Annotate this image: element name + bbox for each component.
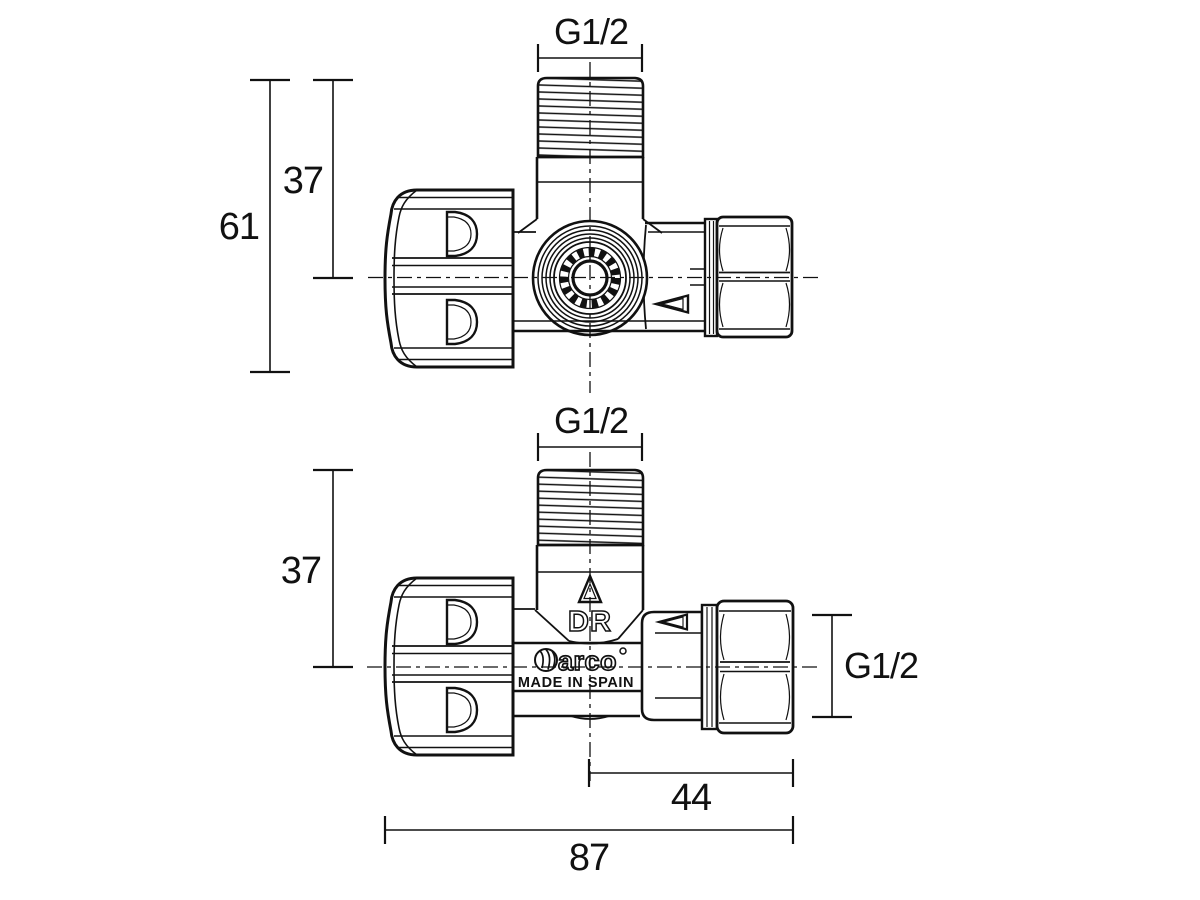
dimension-37-top: 37 — [283, 78, 353, 280]
flow-direction-arrow-front-view — [654, 613, 689, 631]
dim-label-thread-top: G1/2 — [554, 11, 628, 52]
centerlines-top-view — [368, 62, 822, 393]
outlet-boss-front-view — [640, 610, 704, 722]
brand-label: arco — [558, 646, 617, 676]
dimension-61: 61 — [219, 78, 290, 374]
branding: arco MADE IN SPAIN — [518, 645, 634, 691]
male-thread-top-view — [536, 76, 645, 159]
dimension-37-front: 37 — [281, 468, 353, 669]
flow-direction-arrow-top-view — [651, 293, 690, 315]
dim-label-61: 61 — [219, 206, 259, 248]
dimension-thread-top: G1/2 — [536, 11, 644, 72]
top-view: G1/2 61 37 — [219, 11, 822, 393]
dimension-44: 44 — [587, 759, 795, 819]
body-tube-bottom-edges-top-view — [513, 268, 706, 333]
dim-label-nut-thread: G1/2 — [844, 645, 918, 686]
body-tube-front-view — [513, 641, 652, 720]
dimension-thread-front: G1/2 — [536, 400, 644, 461]
dimension-87: 87 — [383, 816, 795, 879]
dimension-nut-thread: G1/2 — [812, 613, 919, 719]
handwheel-top-view — [383, 188, 515, 369]
dim-label-37-front: 37 — [281, 550, 321, 592]
made-in-label: MADE IN SPAIN — [518, 675, 634, 691]
arco-logo-icon — [534, 648, 558, 672]
dim-label-44: 44 — [671, 777, 712, 819]
dim-label-87: 87 — [569, 837, 609, 879]
centerlines-front-view — [367, 452, 818, 781]
dim-label-37-top: 37 — [283, 160, 323, 202]
male-thread-front-view — [536, 468, 645, 547]
dim-label-thread-front: G1/2 — [554, 400, 628, 441]
degree-mark-icon — [619, 647, 627, 655]
front-view: DR — [281, 400, 919, 879]
